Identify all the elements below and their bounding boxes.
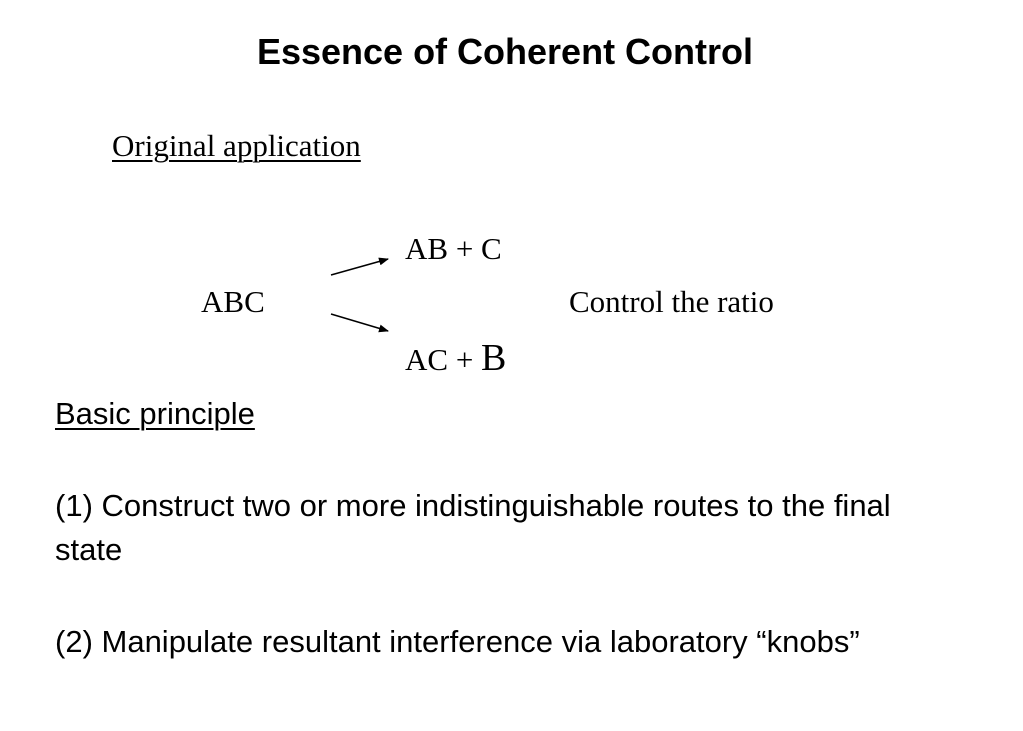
slide-title: Essence of Coherent Control — [256, 31, 754, 72]
product-ab-c: AB + C — [405, 231, 502, 266]
original-application-heading: Original application — [112, 128, 361, 163]
product-ac-b: AC + B — [405, 339, 506, 377]
control-ratio-label: Control the ratio — [569, 284, 774, 319]
product-ac-prefix: AC + — [405, 342, 482, 377]
arrow-to-ac-b — [330, 313, 389, 333]
reactant-abc: ABC — [201, 284, 265, 319]
arrow-to-ab-c — [330, 257, 389, 276]
basic-principle-heading: Basic principle — [55, 396, 255, 431]
principle-2-text: (2) Manipulate resultant interference vi… — [55, 624, 860, 659]
product-b-emph: B — [481, 337, 507, 379]
principle-1-text: (1) Construct two or more indistinguisha… — [55, 488, 891, 567]
